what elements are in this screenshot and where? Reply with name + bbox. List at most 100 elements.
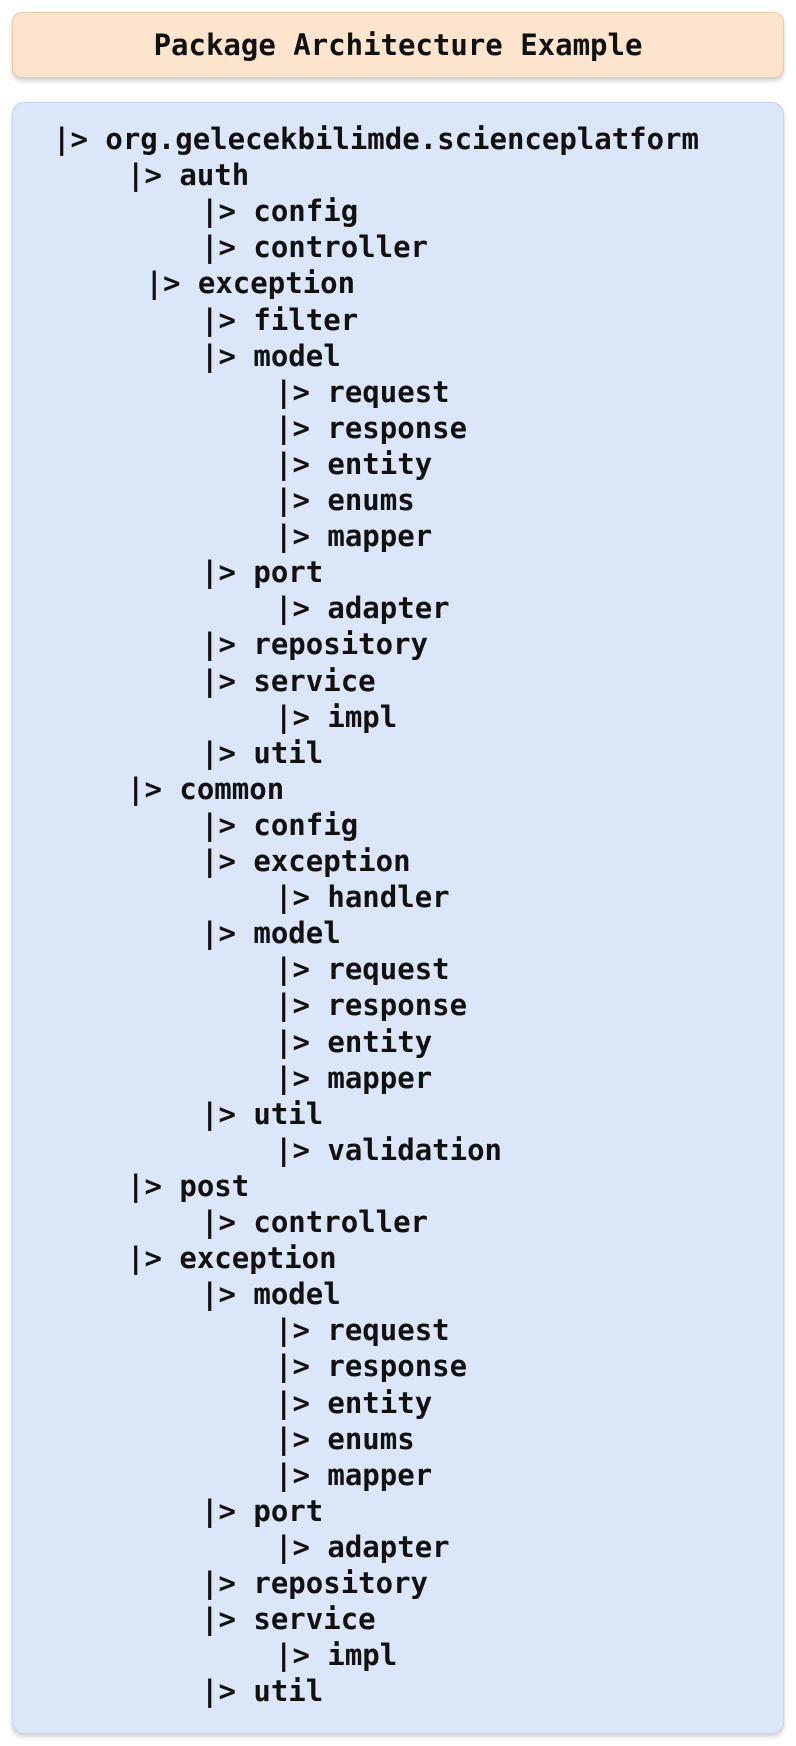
tree-branch-marker: |> — [201, 916, 254, 951]
tree-node: |> adapter — [275, 590, 450, 626]
tree-node: |> impl — [275, 699, 397, 735]
tree-branch-marker: |> — [275, 1313, 328, 1348]
tree-node: |> util — [201, 735, 323, 771]
package-name: request — [327, 374, 450, 409]
tree-branch-marker: |> — [201, 194, 254, 229]
tree-branch-marker: |> — [201, 1566, 254, 1600]
package-name: response — [327, 988, 468, 1023]
package-name: common — [179, 771, 285, 806]
tree-node: |> mapper — [275, 1060, 432, 1096]
tree-branch-marker: |> — [201, 1205, 254, 1239]
tree-node: |> org.gelecekbilimde.scienceplatform — [53, 121, 699, 157]
package-name: response — [327, 1349, 468, 1384]
package-name: mapper — [327, 519, 433, 554]
tree-node: |> exception — [146, 265, 356, 301]
tree-node: |> handler — [275, 879, 450, 915]
tree-node: |> util — [201, 1096, 323, 1132]
tree-branch-marker: |> — [275, 699, 328, 734]
tree-node: |> exception — [201, 843, 411, 879]
tree-branch-marker: |> — [201, 663, 254, 698]
package-name: entity — [327, 446, 433, 481]
tree-branch-marker: |> — [201, 807, 254, 842]
tree-node: |> config — [201, 807, 358, 843]
tree-branch-marker: |> — [145, 266, 198, 301]
package-name: model — [253, 916, 341, 951]
tree-node: |> controller — [201, 1204, 428, 1240]
tree-branch-marker: |> — [275, 1638, 328, 1673]
package-name: service — [253, 1602, 376, 1637]
tree-branch-marker: |> — [201, 1602, 254, 1637]
tree-node: |> service — [201, 663, 376, 699]
tree-branch-marker: |> — [201, 1277, 254, 1312]
tree-branch-marker: |> — [201, 230, 254, 265]
package-name: filter — [253, 302, 359, 337]
package-name: config — [253, 194, 359, 229]
package-name: exception — [253, 844, 411, 878]
tree-node: |> request — [275, 374, 450, 410]
package-name: impl — [327, 699, 398, 734]
package-name: util — [253, 735, 324, 770]
tree-node: |> config — [201, 193, 358, 229]
package-name: request — [327, 1313, 450, 1348]
tree-branch-marker: |> — [275, 1024, 328, 1059]
tree-node: |> response — [275, 987, 467, 1023]
page-title: Package Architecture Example — [153, 28, 643, 62]
package-name: response — [327, 410, 468, 445]
tree-branch-marker: |> — [275, 952, 328, 987]
package-name: org.gelecekbilimde.scienceplatform — [105, 122, 700, 156]
package-name: config — [253, 807, 359, 842]
tree-branch-marker: |> — [201, 555, 254, 590]
tree-node: |> port — [201, 1493, 323, 1529]
package-tree: |> org.gelecekbilimde.scienceplatform|> … — [12, 102, 784, 1734]
tree-node: |> filter — [201, 302, 358, 338]
tree-node: |> validation — [275, 1132, 502, 1168]
tree-node: |> auth — [127, 157, 249, 193]
tree-branch-marker: |> — [275, 1457, 328, 1492]
package-name: repository — [253, 1566, 428, 1600]
tree-branch-marker: |> — [275, 483, 328, 517]
tree-node: |> model — [201, 1276, 341, 1312]
package-name: adapter — [327, 591, 450, 626]
tree-branch-marker: |> — [127, 158, 180, 193]
tree-branch-marker: |> — [53, 122, 106, 156]
package-name: exception — [197, 266, 356, 301]
tree-node: |> common — [127, 771, 284, 807]
package-name: enums — [327, 1421, 415, 1456]
package-name: exception — [179, 1241, 337, 1276]
tree-branch-marker: |> — [275, 1060, 328, 1095]
package-name: entity — [327, 1024, 433, 1059]
tree-branch-marker: |> — [201, 338, 254, 373]
tree-node: |> enums — [275, 1421, 415, 1457]
tree-branch-marker: |> — [275, 410, 328, 445]
tree-branch-marker: |> — [275, 1132, 328, 1167]
tree-branch-marker: |> — [127, 771, 180, 806]
package-name: port — [253, 1493, 324, 1528]
tree-node: |> request — [275, 1312, 450, 1348]
tree-node: |> entity — [275, 1385, 432, 1421]
package-name: util — [253, 1096, 324, 1131]
package-name: util — [253, 1674, 324, 1709]
tree-branch-marker: |> — [275, 446, 328, 481]
package-name: model — [253, 338, 341, 373]
tree-branch-marker: |> — [275, 374, 328, 409]
tree-branch-marker: |> — [127, 1241, 180, 1276]
tree-node: |> util — [201, 1673, 323, 1709]
tree-node: |> adapter — [275, 1529, 450, 1565]
tree-branch-marker: |> — [127, 1168, 180, 1203]
tree-node: |> port — [201, 554, 323, 590]
tree-branch-marker: |> — [275, 1421, 328, 1456]
package-name: request — [327, 952, 450, 987]
package-name: entity — [327, 1385, 433, 1420]
tree-node: |> model — [201, 338, 341, 374]
tree-branch-marker: |> — [275, 1385, 328, 1420]
package-name: mapper — [327, 1060, 433, 1095]
package-name: controller — [253, 230, 428, 265]
tree-node: |> impl — [275, 1637, 397, 1673]
tree-node: |> request — [275, 951, 450, 987]
package-name: impl — [327, 1638, 398, 1673]
tree-branch-marker: |> — [201, 844, 254, 878]
package-name: adapter — [327, 1529, 450, 1564]
tree-branch-marker: |> — [201, 735, 254, 770]
tree-node: |> service — [201, 1601, 376, 1637]
tree-branch-marker: |> — [201, 302, 254, 337]
